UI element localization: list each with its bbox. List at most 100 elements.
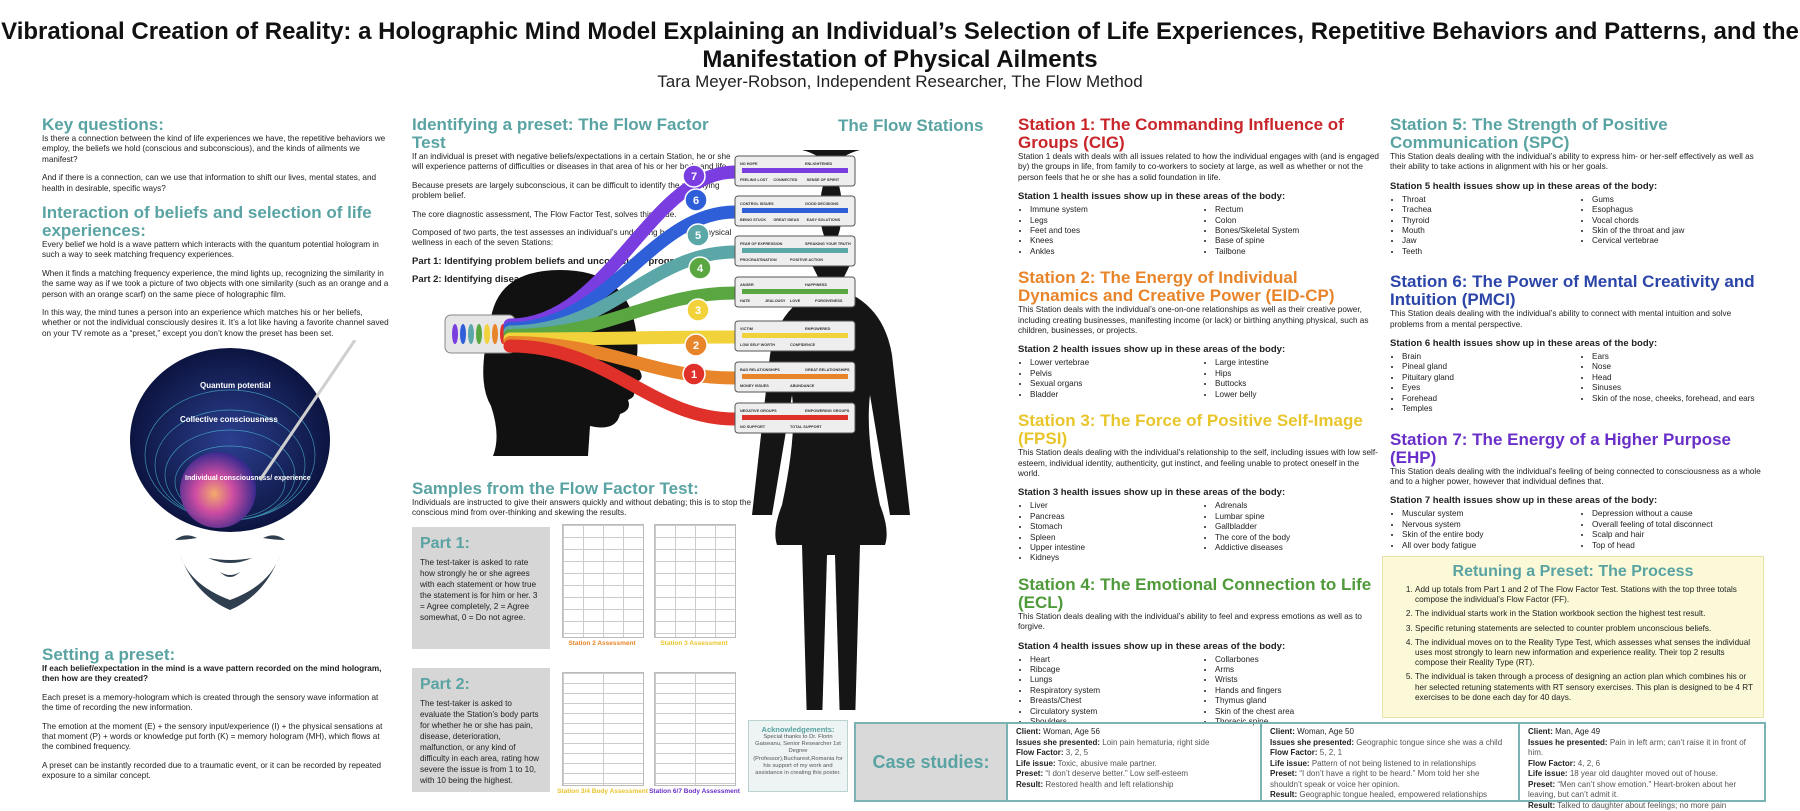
part1-box: Part 1: The test-taker is asked to rate …: [412, 527, 550, 649]
preset-p2: Because presets are largely subconscious…: [412, 180, 720, 201]
body-area-item: Skin of the throat and jaw: [1592, 226, 1762, 236]
retune-step: Specific retuning statements are selecte…: [1415, 624, 1753, 634]
ack-text: Special thanks to Dr. Florin Gaiseanu, S…: [753, 734, 843, 777]
meter-label: CONTROL ISSUES: [740, 202, 774, 206]
body-area-item: Thyroid: [1402, 216, 1572, 226]
poster-title: Vibrational Creation of Reality: a Holog…: [1, 18, 1799, 73]
retune-box: Retuning a Preset: The Process Add up to…: [1382, 556, 1764, 718]
station-4-title: Station 4: The Emotional Connection to L…: [1018, 574, 1372, 612]
interaction-p2: When it finds a matching frequency exper…: [42, 268, 389, 299]
body-area-item: Adrenals: [1215, 501, 1380, 511]
setting-p3: A preset can be instantly recorded due t…: [42, 760, 382, 781]
body-area-item: Thymus gland: [1215, 696, 1380, 706]
body-area-item: Lumbar spine: [1215, 512, 1380, 522]
head-color-dot: [492, 324, 498, 344]
station-number-badge: 2: [684, 333, 708, 357]
body-area-item: Throat: [1402, 195, 1572, 205]
body-area-item: Skin of the chest area: [1215, 707, 1380, 717]
sample-sheet-4: [654, 672, 736, 786]
head-color-dot: [452, 324, 458, 344]
flow-stations-title: The Flow Stations: [838, 116, 984, 135]
case-studies-label: Case studies:: [856, 724, 1006, 800]
meter-label: FEAR OF EXPRESSION: [740, 242, 783, 246]
body-area-item: Sinuses: [1592, 383, 1762, 393]
meter-label: POSITIVE ACTION: [790, 258, 823, 262]
station-number-badge: 7: [682, 164, 706, 188]
station-5-text: This Station deals dealing with the indi…: [1390, 152, 1754, 172]
station-number: 2: [693, 340, 699, 352]
preset-p1: If an individual is preset with negative…: [412, 152, 731, 172]
body-area-item: Nervous system: [1402, 520, 1572, 530]
meter-label: LOW SELF WORTH: [740, 343, 775, 347]
body-area-item: Bladder: [1030, 390, 1195, 400]
station-6-list: BrainPineal glandPituitary glandEyesFore…: [1390, 352, 1762, 414]
case-2: Client: Woman, Age 50 Issues she present…: [1260, 724, 1518, 800]
body-area-item: Sexual organs: [1030, 379, 1195, 389]
meter-label: PROCRASTINATION: [740, 258, 777, 262]
body-area-item: Colon: [1215, 216, 1380, 226]
station-number-badge: 3: [686, 298, 710, 322]
station-5-health: Station 5 health issues show up in these…: [1390, 180, 1658, 192]
body-area-item: Skin of the entire body: [1402, 530, 1572, 540]
ack-box: Acknowledgements: Special thanks to Dr. …: [748, 720, 848, 792]
station-7-list: Muscular systemNervous systemSkin of the…: [1390, 509, 1762, 551]
body-area-item: Brain: [1402, 352, 1572, 362]
body-area-item: Shoulders: [1030, 717, 1195, 727]
key-questions-p2: And if there is a connection, can we use…: [42, 173, 377, 193]
meter-label: HATE: [740, 299, 751, 303]
hologram-diagram: Quantum potential Collective consciousne…: [130, 340, 357, 610]
body-area-item: Jaw: [1402, 236, 1572, 246]
sample-sheet-3: [562, 672, 644, 786]
station-3-text: This Station deals dealing with the indi…: [1018, 448, 1378, 478]
part1-box-text: The test-taker is asked to rate how stro…: [420, 558, 538, 622]
retune-step: The individual starts work in the Statio…: [1415, 609, 1753, 619]
part2-box: Part 2: The test-taker is asked to evalu…: [412, 668, 550, 792]
interaction-heading: Interaction of beliefs and selection of …: [42, 203, 372, 241]
body-area-item: Mouth: [1402, 226, 1572, 236]
station-7-title: Station 7: The Energy of a Higher Purpos…: [1390, 429, 1731, 467]
station-1-list: Immune systemLegsFeet and toesKneesAnkle…: [1018, 205, 1380, 257]
station-number-badge: 4: [688, 256, 712, 280]
station-5-list: ThroatTracheaThyroidMouthJawTeethGumsEso…: [1390, 195, 1762, 257]
body-area-item: Heart: [1030, 655, 1195, 665]
station-4-health: Station 4 health issues show up in these…: [1018, 640, 1286, 652]
body-area-item: Circulatory system: [1030, 707, 1195, 717]
station-number: 6: [693, 195, 699, 207]
body-area-item: Wrists: [1215, 675, 1380, 685]
meter-label: FORGIVENESS: [815, 299, 843, 303]
body-area-item: Kidneys: [1030, 553, 1195, 563]
body-area-item: Stomach: [1030, 522, 1195, 532]
body-area-item: Gums: [1592, 195, 1762, 205]
body-area-item: Ears: [1592, 352, 1762, 362]
meter-label: GOOD DECISIONS: [805, 202, 839, 206]
station-3-health: Station 3 health issues show up in these…: [1018, 487, 1286, 499]
station-number: 5: [695, 230, 701, 242]
station-7-text: This Station deals dealing with the indi…: [1390, 466, 1761, 486]
case-3: Client: Man, Age 49 Issues he presented:…: [1518, 724, 1764, 810]
station-2-title: Station 2: The Energy of Individual Dyna…: [1018, 268, 1335, 306]
meter-label: CONNECTED: [773, 178, 797, 182]
part1-line: Part 1: Identifying problem beliefs and …: [412, 255, 710, 267]
body-area-item: Pineal gland: [1402, 362, 1572, 372]
caption-1: Station 2 Assessment: [568, 640, 636, 647]
caption-3: Station 3/4 Body Assessment: [557, 788, 648, 795]
body-area-item: Esophagus: [1592, 205, 1762, 215]
caption-2: Station 3 Assessment: [660, 640, 728, 647]
retune-step: The individual moves on to the Reality T…: [1415, 638, 1753, 669]
body-area-item: Legs: [1030, 216, 1195, 226]
meter-label: GREAT IDEAS: [773, 218, 799, 222]
body-area-item: Head: [1592, 373, 1762, 383]
caption-4: Station 6/7 Body Assessment: [649, 788, 740, 795]
body-area-item: Gallbladder: [1215, 522, 1380, 532]
body-area-item: Large intestine: [1215, 358, 1380, 368]
station-4-list: HeartRibcageLungsRespiratory systemBreas…: [1018, 655, 1380, 728]
body-area-item: Ankles: [1030, 247, 1195, 257]
body-area-item: Hands and fingers: [1215, 686, 1380, 696]
station-number-badge: 6: [684, 188, 708, 212]
body-area-item: Lower vertebrae: [1030, 358, 1195, 368]
station-4: Station 4: The Emotional Connection to L…: [1018, 574, 1380, 728]
